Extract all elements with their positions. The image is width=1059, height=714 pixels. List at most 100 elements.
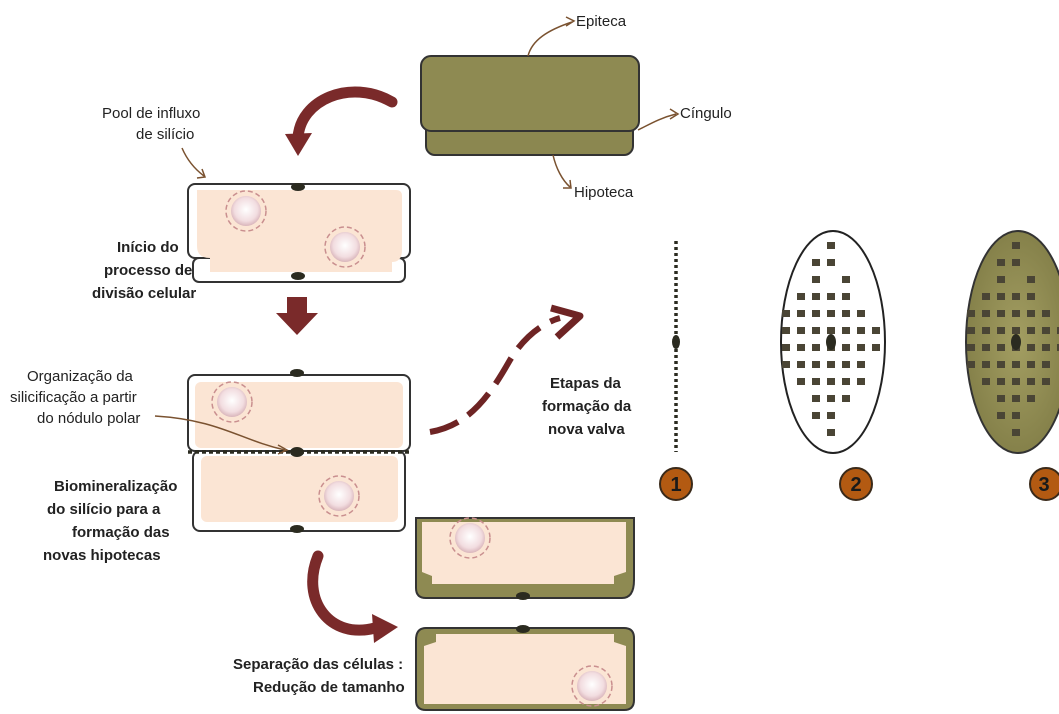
granule bbox=[982, 327, 990, 334]
granule bbox=[842, 310, 850, 317]
polar-nodule bbox=[290, 369, 304, 377]
bio-label-4: novas hipotecas bbox=[43, 547, 161, 564]
bio-label-3: formação das bbox=[72, 524, 170, 541]
granule bbox=[872, 344, 880, 351]
etapas-label-1: Etapas da bbox=[550, 375, 622, 392]
granule bbox=[1012, 242, 1020, 249]
granule bbox=[967, 327, 975, 334]
stage-badge-2: 2 bbox=[840, 468, 872, 500]
granule bbox=[797, 378, 805, 385]
granule bbox=[812, 395, 820, 402]
granule bbox=[812, 276, 820, 283]
stage-number-2: 2 bbox=[850, 474, 861, 496]
granule bbox=[827, 242, 835, 249]
granule bbox=[982, 310, 990, 317]
granule bbox=[827, 327, 835, 334]
down-arrow bbox=[276, 297, 318, 335]
granule bbox=[1042, 344, 1050, 351]
inicio-label-1: Início do bbox=[117, 239, 179, 256]
central-nodule bbox=[1011, 334, 1021, 350]
curved-arrow-2 bbox=[313, 556, 375, 630]
org-label-1: Organização da bbox=[27, 368, 134, 385]
granule bbox=[842, 276, 850, 283]
granule bbox=[1012, 310, 1020, 317]
inicio-label-2: processo de bbox=[104, 262, 192, 279]
granule bbox=[827, 429, 835, 436]
granule bbox=[782, 344, 790, 351]
granule bbox=[812, 310, 820, 317]
stage-badge-3: 3 bbox=[1030, 468, 1059, 500]
daughter-cell-a bbox=[416, 518, 634, 600]
granule bbox=[1042, 378, 1050, 385]
granule bbox=[797, 293, 805, 300]
granule bbox=[982, 361, 990, 368]
polar-nodule bbox=[291, 272, 305, 280]
granule bbox=[857, 310, 865, 317]
granule bbox=[782, 310, 790, 317]
etapas-label-3: nova valva bbox=[548, 421, 625, 438]
granule bbox=[1027, 344, 1035, 351]
inicio-label-3: divisão celular bbox=[92, 285, 196, 302]
granule bbox=[1012, 327, 1020, 334]
granule bbox=[1027, 310, 1035, 317]
daughter-cell-b bbox=[416, 625, 634, 710]
granule bbox=[997, 259, 1005, 266]
stage-number-1: 1 bbox=[670, 474, 681, 496]
dashed-arrow bbox=[430, 318, 560, 432]
sep-label-1: Separação das células : bbox=[233, 656, 403, 673]
granule bbox=[827, 293, 835, 300]
polar-nodule bbox=[291, 183, 305, 191]
granule bbox=[842, 344, 850, 351]
granule bbox=[1027, 361, 1035, 368]
granule bbox=[967, 361, 975, 368]
granule bbox=[857, 344, 865, 351]
granule bbox=[1012, 412, 1020, 419]
granule bbox=[827, 259, 835, 266]
granule bbox=[812, 378, 820, 385]
granule bbox=[797, 361, 805, 368]
cingulo-pointer bbox=[638, 114, 676, 130]
pool-label-2: de silício bbox=[136, 126, 194, 143]
granule bbox=[997, 276, 1005, 283]
granule bbox=[857, 327, 865, 334]
granule bbox=[842, 378, 850, 385]
granule bbox=[1012, 395, 1020, 402]
pool-pointer bbox=[182, 148, 204, 176]
granule bbox=[797, 344, 805, 351]
granule bbox=[782, 327, 790, 334]
granule bbox=[812, 361, 820, 368]
granule bbox=[782, 361, 790, 368]
granule bbox=[1012, 293, 1020, 300]
granule bbox=[1027, 327, 1035, 334]
granule bbox=[982, 378, 990, 385]
central-nodule bbox=[826, 334, 836, 350]
granule bbox=[797, 327, 805, 334]
etapas-label-2: formação da bbox=[542, 398, 632, 415]
granule bbox=[1012, 259, 1020, 266]
polar-nodule bbox=[290, 525, 304, 533]
granule bbox=[827, 395, 835, 402]
cingulo-label: Cíngulo bbox=[680, 105, 732, 122]
granule bbox=[812, 412, 820, 419]
polar-nodule bbox=[290, 447, 304, 457]
polar-nodule bbox=[516, 592, 530, 600]
hipoteca-label: Hipoteca bbox=[574, 184, 634, 201]
granule bbox=[997, 327, 1005, 334]
granule bbox=[1027, 395, 1035, 402]
stage-number-3: 3 bbox=[1038, 474, 1049, 496]
bio-label-1: Biomineralização bbox=[54, 478, 177, 495]
granule bbox=[1012, 429, 1020, 436]
pool-label-1: Pool de influxo bbox=[102, 105, 200, 122]
granule bbox=[997, 361, 1005, 368]
granule bbox=[827, 310, 835, 317]
stage-1-nodule bbox=[672, 335, 680, 349]
granule bbox=[1027, 378, 1035, 385]
granule bbox=[997, 293, 1005, 300]
granule bbox=[967, 344, 975, 351]
granule bbox=[997, 310, 1005, 317]
granule bbox=[967, 310, 975, 317]
granule bbox=[842, 395, 850, 402]
granule bbox=[1042, 327, 1050, 334]
frustule-illustration bbox=[421, 17, 678, 188]
granule bbox=[812, 293, 820, 300]
